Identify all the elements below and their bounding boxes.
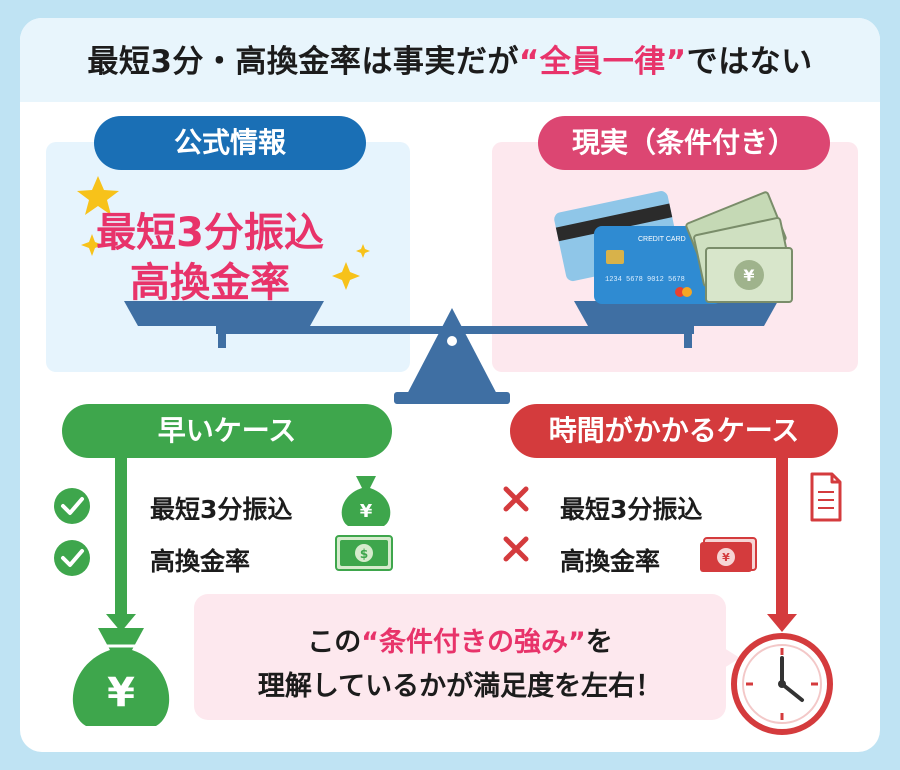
svg-text:¥: ¥ <box>743 266 754 285</box>
fast-case-label: 早いケース <box>62 404 392 458</box>
official-info-label: 公式情報 <box>94 116 366 170</box>
banknote-stack-icon: ¥ <box>685 191 793 303</box>
sparkle-icon <box>81 234 370 290</box>
slow-case-label: 時間がかかるケース <box>510 404 838 458</box>
balance-scale-icon <box>124 301 778 404</box>
callout-tail <box>724 648 740 668</box>
check-icon <box>54 488 90 524</box>
check-icon <box>54 540 90 576</box>
graphics-layer: CREDIT CARD 1234 5678 9012 5678 ¥ <box>54 176 842 735</box>
fast-arrow <box>106 458 136 632</box>
callout-highlight: “条件付きの強み” <box>361 627 586 658</box>
svg-text:$: $ <box>360 547 368 561</box>
title-text: 最短3分・高換金率は事実だが <box>87 44 519 80</box>
conclusion-callout: この“条件付きの強み”を 理解しているかが満足度を左右！ <box>194 594 726 720</box>
title-text-end: ではない <box>686 44 813 80</box>
banknote-icon: ¥ <box>700 537 757 572</box>
page-title: 最短3分・高換金率は事実だが“全員一律”ではない <box>20 36 880 81</box>
document-icon <box>810 472 842 522</box>
svg-text:¥: ¥ <box>722 551 730 564</box>
title-band <box>20 18 880 102</box>
callout-line-2: 理解しているかが満足度を左右！ <box>257 671 663 702</box>
fast-item-rate: 高換金率 <box>150 547 251 576</box>
official-claim-transfer: 最短3分振込 <box>96 210 324 256</box>
callout-line-1: この“条件付きの強み”を <box>194 620 726 659</box>
star-icon <box>77 176 119 215</box>
title-highlight: “全員一律” <box>518 44 687 80</box>
slow-item-rate: 高換金率 <box>560 547 661 576</box>
credit-card-number: 1234 5678 9012 5678 <box>605 276 685 284</box>
cross-icon <box>503 536 529 562</box>
money-bag-icon: ¥ <box>341 476 391 526</box>
money-bag-icon: ¥ <box>72 628 170 726</box>
slow-item-transfer: 最短3分振込 <box>560 495 703 524</box>
fast-item-transfer: 最短3分振込 <box>150 495 293 524</box>
reality-label: 現実（条件付き） <box>538 116 830 170</box>
credit-card-icon: CREDIT CARD 1234 5678 9012 5678 <box>554 191 722 304</box>
svg-text:¥: ¥ <box>107 670 135 716</box>
infographic-card: 最短3分・高換金率は事実だが“全員一律”ではない <box>20 18 880 752</box>
callout-text: この <box>307 627 362 658</box>
callout-text-end: を <box>585 627 613 658</box>
cross-icon <box>503 486 529 512</box>
official-claim-rate: 高換金率 <box>130 260 290 306</box>
clock-icon <box>731 633 833 735</box>
svg-text:¥: ¥ <box>360 501 373 522</box>
slow-arrow <box>767 458 797 632</box>
banknote-icon: $ <box>335 535 393 571</box>
credit-card-text: CREDIT CARD <box>638 236 686 243</box>
